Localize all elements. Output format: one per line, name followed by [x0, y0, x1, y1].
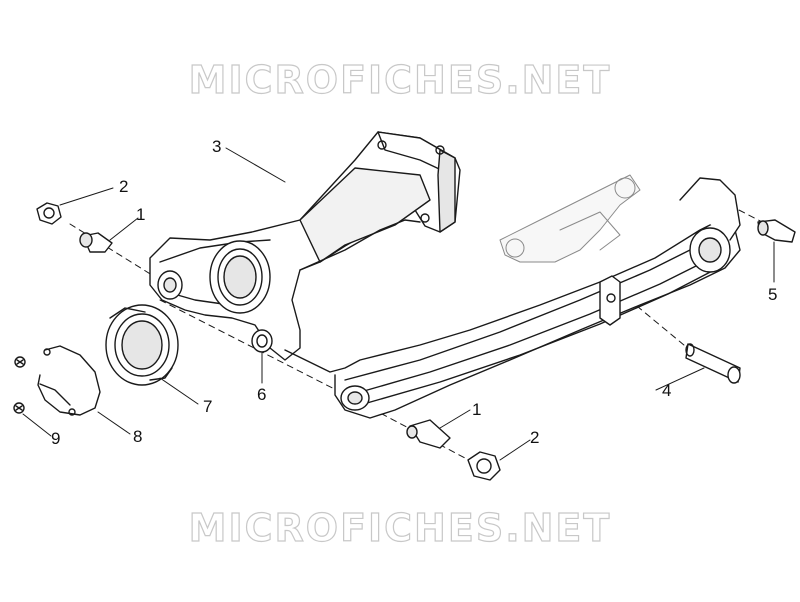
screw-part-9 [13, 356, 26, 414]
callout-6: 6 [257, 385, 267, 404]
pin-part-1-lower [406, 419, 451, 449]
leader-lines [22, 147, 775, 461]
nut-part-2-upper [36, 202, 62, 225]
callout-4: 4 [662, 381, 672, 400]
callout-8: 8 [133, 427, 143, 446]
swingarm-part-3 [149, 131, 741, 419]
callout-2-lower: 2 [530, 428, 540, 447]
callout-2-upper: 2 [119, 177, 129, 196]
axle-pin-part-4 [685, 343, 741, 384]
pin-part-1-upper [79, 232, 113, 253]
callout-1-lower: 1 [472, 400, 482, 419]
callout-3: 3 [212, 137, 222, 156]
cover-plate-part-8 [37, 345, 101, 416]
callout-5: 5 [768, 285, 778, 304]
callout-9: 9 [51, 429, 61, 448]
callout-7: 7 [203, 397, 213, 416]
callout-1-upper: 1 [136, 205, 146, 224]
nut-part-2-lower [467, 451, 501, 481]
washer-part-6 [251, 329, 273, 353]
seal-ring-part-7 [105, 304, 179, 386]
watermark-bottom: MICROFICHES.NET [188, 505, 612, 550]
watermark-top: MICROFICHES.NET [188, 57, 612, 102]
pin-part-5 [757, 219, 796, 243]
